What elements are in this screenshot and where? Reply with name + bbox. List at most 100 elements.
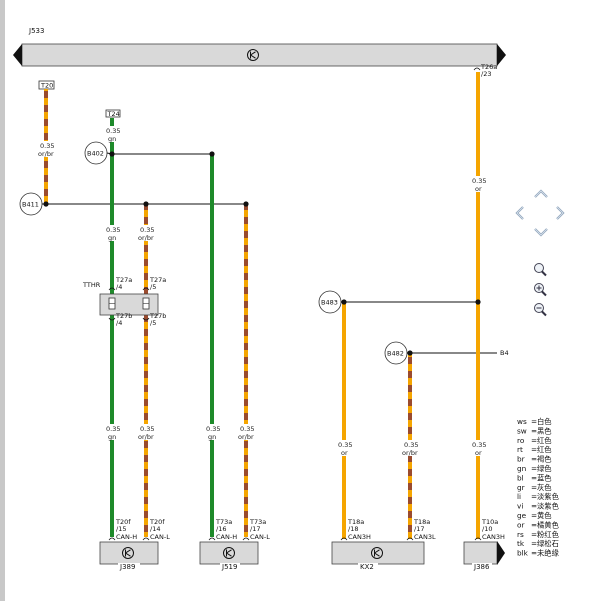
svg-text:0.35: 0.35 xyxy=(106,127,120,135)
svg-text:or: or xyxy=(341,449,348,457)
pan-up-icon[interactable] xyxy=(534,189,548,198)
svg-text:or: or xyxy=(475,449,482,457)
legend-equals: = xyxy=(531,436,537,445)
legend-equals: = xyxy=(531,426,537,435)
legend-meaning: 褐色 xyxy=(537,455,552,464)
pan-down-icon[interactable] xyxy=(534,228,548,237)
svg-text:J519: J519 xyxy=(221,563,237,571)
j386-continue-arrow-icon[interactable] xyxy=(497,541,505,565)
pan-right-icon[interactable] xyxy=(556,206,565,220)
module-j386[interactable]: T10a /10 CAN3H J386 xyxy=(463,518,505,571)
svg-text:gn: gn xyxy=(108,135,116,143)
legend-item: ro =红色 xyxy=(517,436,552,445)
legend-code: ro xyxy=(517,436,525,445)
node-b402[interactable]: B402 xyxy=(84,141,113,165)
wire-label-9: 0.35 or xyxy=(338,441,352,457)
legend-equals: = xyxy=(531,502,537,511)
legend-code: blk xyxy=(517,549,529,558)
svg-text:0.35: 0.35 xyxy=(472,441,486,449)
svg-text:gn: gn xyxy=(108,433,116,441)
wire-green-3 xyxy=(210,154,214,537)
svg-text:gn: gn xyxy=(208,433,216,441)
zoom-fit-icon[interactable] xyxy=(534,263,547,277)
legend-meaning: 未绝缘 xyxy=(537,549,560,558)
pan-left-icon[interactable] xyxy=(515,206,524,220)
svg-text:0.35: 0.35 xyxy=(404,441,418,449)
module-kx2[interactable]: T18a /18 CAN3H T18a /17 CAN3L KX2 xyxy=(331,518,436,571)
bus-left-arrow-icon[interactable] xyxy=(13,44,22,66)
legend-item: ws=白色 xyxy=(517,417,552,426)
svg-text:T20: T20 xyxy=(40,82,53,90)
svg-text:/14: /14 xyxy=(150,525,160,533)
svg-text:or/br: or/br xyxy=(138,234,154,242)
legend-item: rt=红色 xyxy=(517,445,552,454)
svg-text:0.35: 0.35 xyxy=(106,425,120,433)
legend-item: or=橘黄色 xyxy=(517,520,560,529)
svg-text:T27a: T27a xyxy=(149,276,166,284)
legend-equals: = xyxy=(531,464,537,473)
svg-text:T27b: T27b xyxy=(149,312,166,320)
svg-text:T10a: T10a xyxy=(481,518,498,526)
svg-text:0.35: 0.35 xyxy=(472,177,486,185)
legend-item: sw=黑色 xyxy=(517,426,552,435)
module-j519[interactable]: T73a /16 CAN-H T73a /17 CAN-L J519 xyxy=(199,518,270,571)
svg-text:gn: gn xyxy=(108,234,116,242)
legend-item: rs=粉红色 xyxy=(517,530,560,539)
legend-equals: = xyxy=(531,492,537,501)
bus-ground-symbol-icon xyxy=(247,49,259,61)
legend-equals: = xyxy=(531,445,537,454)
legend-equals: = xyxy=(531,530,537,539)
wire-label-10: 0.35 or/br xyxy=(402,441,418,457)
wire-orbr-4 xyxy=(244,204,248,537)
svg-text:/4: /4 xyxy=(116,283,122,291)
legend-item: br=褐色 xyxy=(517,455,552,464)
svg-text:or/br: or/br xyxy=(138,433,154,441)
svg-text:/4: /4 xyxy=(116,319,122,327)
svg-text:CAN-H: CAN-H xyxy=(216,533,237,541)
legend-item: ge =黄色 xyxy=(517,511,552,520)
wire-label-11: 0.35 or xyxy=(472,177,486,193)
svg-text:/5: /5 xyxy=(150,319,156,327)
svg-text:0.35: 0.35 xyxy=(140,425,154,433)
node-b411[interactable]: B411 xyxy=(19,192,46,216)
svg-text:/23: /23 xyxy=(481,70,491,78)
legend-code: ge xyxy=(517,511,527,520)
legend-item: gr=灰色 xyxy=(517,483,552,492)
svg-text:CAN3H: CAN3H xyxy=(348,533,371,541)
wire-label-1: 0.35 or/br xyxy=(38,142,54,158)
svg-text:CAN3H: CAN3H xyxy=(482,533,505,541)
legend-code: tk xyxy=(517,539,525,548)
legend-equals: = xyxy=(531,539,537,548)
legend-equals: = xyxy=(531,473,537,482)
legend-meaning: 粉红色 xyxy=(537,530,560,539)
node-b4-stub-label: B4 xyxy=(500,349,509,357)
wire-label-12: 0.35 or xyxy=(472,441,486,457)
legend-meaning: 绿色 xyxy=(537,464,552,473)
legend-item: blk=未绝缘 xyxy=(517,549,560,558)
legend-meaning: 黄色 xyxy=(537,511,552,520)
legend-code: gr xyxy=(517,483,525,492)
svg-text:/10: /10 xyxy=(482,525,492,533)
legend-code: br xyxy=(517,455,525,464)
svg-text:0.35: 0.35 xyxy=(40,142,54,150)
j389-ground-symbol-icon xyxy=(122,547,134,559)
svg-text:/5: /5 xyxy=(150,283,156,291)
zoom-in-icon[interactable] xyxy=(534,283,547,297)
svg-text:or: or xyxy=(475,185,482,193)
zoom-out-icon[interactable] xyxy=(534,303,547,317)
node-b482[interactable]: B482 xyxy=(384,341,410,365)
legend-code: vi xyxy=(517,502,523,511)
svg-text:or/br: or/br xyxy=(402,449,418,457)
wire-orbr-2-upper xyxy=(144,204,148,300)
bus-bar-j533 xyxy=(13,43,506,67)
legend-meaning: 淡紫色 xyxy=(537,502,560,511)
svg-text:T20f: T20f xyxy=(149,518,165,526)
node-b483[interactable]: B483 xyxy=(318,290,344,314)
legend-equals: = xyxy=(531,511,537,520)
module-j389[interactable]: T20f /15 CAN-H T20f /14 CAN-L J389 xyxy=(99,518,170,571)
legend-meaning: 红色 xyxy=(537,436,552,445)
j519-ground-symbol-icon xyxy=(223,547,235,559)
bus-right-arrow-icon[interactable] xyxy=(497,44,506,66)
svg-text:CAN-L: CAN-L xyxy=(250,533,270,541)
